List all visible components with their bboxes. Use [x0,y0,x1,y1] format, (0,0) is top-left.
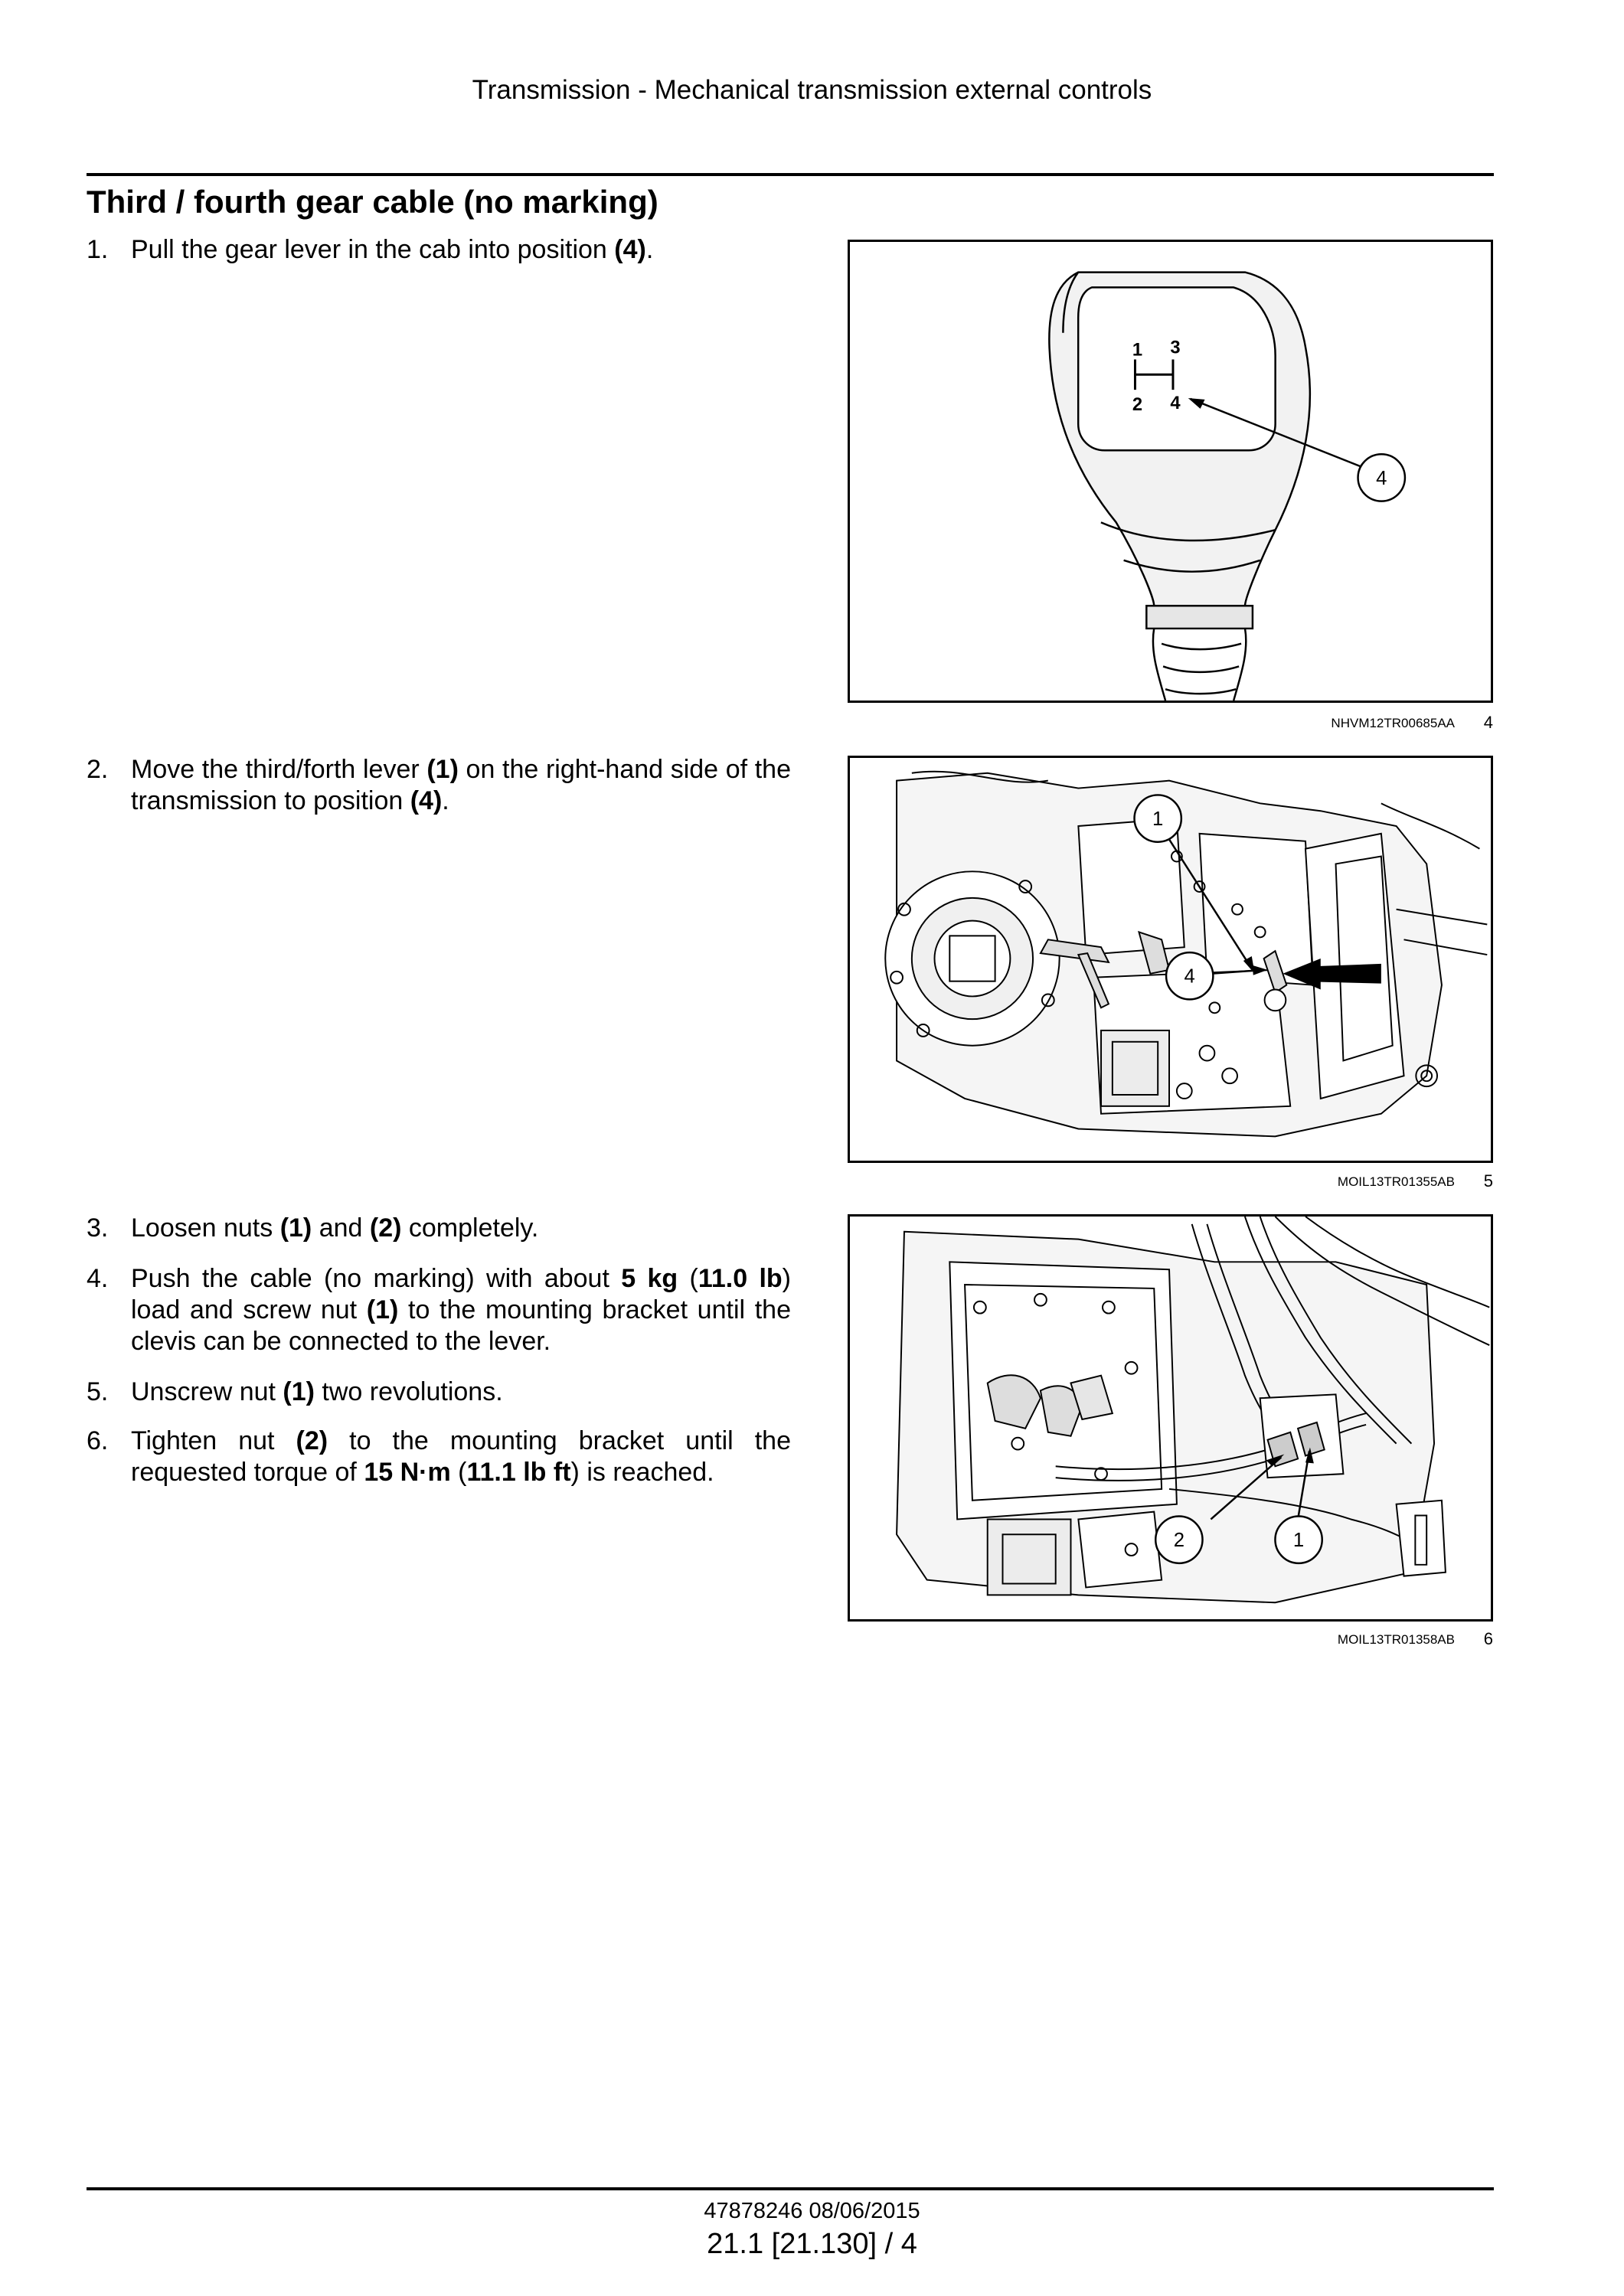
step-number: 3. [87,1213,109,1243]
callout-circle [1165,951,1214,1001]
figure-cable-nuts: 2 1 [848,1214,1493,1622]
knob-label: 2 [1132,394,1142,415]
callout-label: 4 [1185,966,1195,988]
document-id: 47878246 08/06/2015 [704,2199,920,2223]
figure-number: 4 [1483,713,1493,732]
figure-transmission-lever: 1 4 [848,756,1493,1163]
callout-circle [1154,1515,1204,1565]
figure-code: MOIL13TR01355AB [1337,1174,1455,1189]
bottom-rule [87,2187,1494,2190]
callout-label: 1 [1293,1530,1304,1551]
knob-label: 4 [1170,393,1181,413]
knob-label: 3 [1170,338,1180,358]
top-rule [87,173,1494,176]
figure-number: 5 [1483,1171,1493,1190]
knob-label: 1 [1132,340,1142,361]
step-number: 6. [87,1426,109,1455]
callout-label: 1 [1152,808,1163,830]
callout-circle [1274,1515,1323,1565]
transmission-lever-illustration: 1 4 [884,770,1488,1138]
step-text: Unscrew nut (1) two revolutions. [131,1377,503,1406]
gear-knob-illustration: 1 3 2 4 4 [1048,271,1407,701]
figure-code: NHVM12TR00685AA [1331,716,1455,730]
figure-gear-knob: 1 3 2 4 4 [848,240,1493,703]
section-title: Third / fourth gear cable (no marking) [87,184,658,220]
figure-number: 6 [1483,1629,1493,1648]
callout-circle [1133,794,1183,843]
step-text: Loosen nuts (1) and (2) completely. [131,1213,539,1243]
step-number: 4. [87,1264,109,1293]
step-text: Move the third/forth lever (1) on the ri… [131,755,791,815]
page-reference: 21.1 [21.130] / 4 [707,2228,917,2260]
step-number: 5. [87,1377,109,1406]
step-text: Tighten nut (2) to the mounting bracket … [131,1426,791,1487]
callout-circle [1357,452,1407,502]
callout-label: 4 [1376,468,1387,489]
step-number: 2. [87,755,109,784]
cable-nuts-illustration: 2 1 [896,1217,1490,1604]
step-number: 1. [87,235,109,264]
figure-code: MOIL13TR01358AB [1337,1632,1455,1647]
callout-label: 2 [1174,1530,1185,1551]
step-text: Pull the gear lever in the cab into posi… [131,235,654,264]
running-header: Transmission - Mechanical transmission e… [472,75,1152,105]
step-text: Push the cable (no marking) with about 5… [131,1264,791,1356]
